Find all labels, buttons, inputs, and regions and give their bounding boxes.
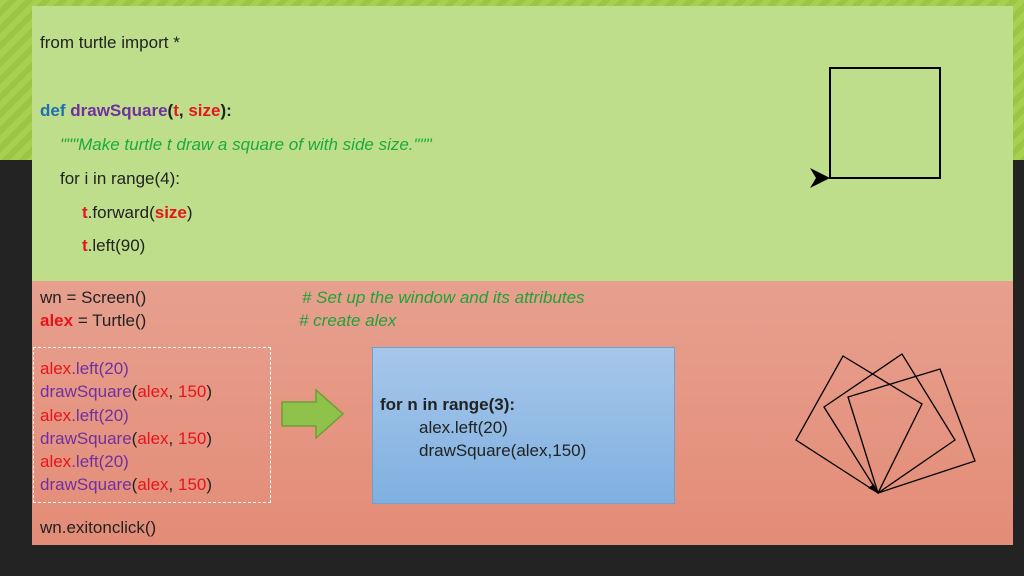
screen-line: wn = Screen() [40, 288, 147, 307]
for-line: for i in range(4): [60, 169, 180, 188]
turtle-line: alex = Turtle() [40, 311, 146, 331]
import-line: from turtle import * [40, 33, 180, 52]
sep-token: , [168, 382, 178, 402]
loop-code-box [372, 347, 675, 504]
left-token: .left(20) [71, 452, 129, 472]
loop-body-left: alex.left(20) [419, 418, 508, 437]
square-outline-3 [847, 368, 976, 494]
open-paren: ( [167, 101, 174, 120]
close-token: ) [206, 428, 213, 448]
square-outline-1 [795, 355, 923, 494]
open-token: ( [131, 382, 138, 402]
left-line: t.left(90) [82, 236, 145, 256]
forward-close: ) [186, 203, 193, 222]
alex-var: alex [40, 311, 74, 330]
exit-line: wn.exitonclick() [40, 518, 157, 537]
turtle-arrow-icon [810, 168, 830, 188]
num-token: 150 [177, 475, 207, 495]
alex-token: alex [40, 452, 72, 472]
draw-token: drawSquare [40, 382, 132, 402]
left-t: t [82, 236, 88, 255]
param-t: t [173, 101, 179, 120]
forward-t: t [82, 203, 88, 222]
square-outline [829, 67, 941, 179]
alex-token: alex [137, 382, 169, 402]
close-paren: ): [220, 101, 232, 120]
docstring: """Make turtle t draw a square of with s… [60, 135, 432, 154]
alex-token: alex [40, 405, 72, 425]
turtle-call: = Turtle() [73, 311, 147, 330]
turtle-comment: # create alex [299, 311, 397, 330]
forward-method: .forward( [87, 203, 155, 222]
comma: , [178, 101, 189, 120]
function-name: drawSquare [70, 101, 168, 120]
open-token: ( [131, 428, 138, 448]
rotated-squares-drawing [795, 353, 976, 494]
left-token: .left(20) [71, 359, 129, 378]
loop-body-draw: drawSquare(alex,150) [419, 441, 587, 460]
def-keyword: def [40, 101, 66, 120]
turtle-arrow-icon [868, 476, 878, 493]
alex-token: alex [40, 359, 72, 378]
left-method: .left(90) [87, 236, 146, 255]
draw-token: drawSquare [40, 428, 132, 448]
param-size: size [188, 101, 221, 120]
num-token: 150 [177, 428, 207, 448]
alex-token: alex [137, 475, 169, 495]
sep-token: , [168, 428, 178, 448]
unrolled-code: alex.left(20) drawSquare(alex, 150) alex… [40, 357, 212, 497]
alex-token: alex [137, 428, 169, 448]
function-definition-panel [32, 6, 1013, 281]
left-token: .left(20) [71, 405, 129, 425]
screen-comment: # Set up the window and its attributes [302, 288, 585, 307]
draw-token: drawSquare [40, 475, 132, 495]
loop-for-line: for n in range(3): [380, 395, 516, 414]
close-token: ) [206, 382, 213, 402]
num-token: 150 [177, 382, 207, 402]
def-line: def drawSquare(t, size): [40, 101, 232, 121]
sep-token: , [168, 475, 178, 495]
single-square-drawing [810, 67, 941, 188]
unrolled-code-box [33, 347, 271, 503]
close-token: ) [206, 475, 213, 495]
forward-arg: size [154, 203, 187, 222]
open-token: ( [131, 475, 138, 495]
square-outline-2 [823, 353, 956, 494]
forward-line: t.forward(size) [82, 203, 193, 223]
right-arrow-icon [281, 388, 345, 440]
